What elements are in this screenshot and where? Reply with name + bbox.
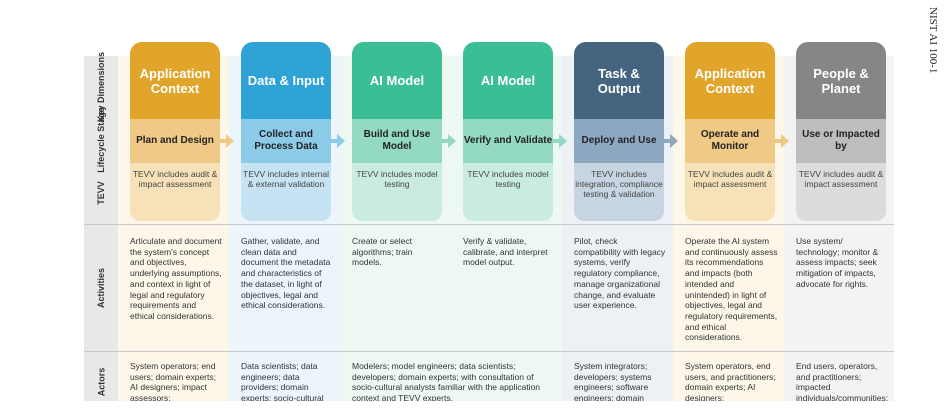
actors-text: System operators, end users, and practit…: [685, 361, 776, 401]
activities-text: Gather, validate, and clean data and doc…: [241, 236, 331, 311]
flow-arrow-shaft: [331, 139, 337, 143]
tevv-box: TEVV includes model testing: [463, 163, 553, 221]
document-id-margin: NIST AI 100-1: [926, 7, 940, 98]
key-dimension-box: Task & Output: [574, 42, 664, 119]
tevv-box: TEVV includes audit & impact assessment: [130, 163, 220, 221]
tevv-box: TEVV includes internal & external valida…: [241, 163, 331, 221]
tevv-box: TEVV includes model testing: [352, 163, 442, 221]
flow-arrow-icon: [226, 134, 234, 148]
activities-text: Use system/ technology; monitor & assess…: [796, 236, 879, 289]
key-dimension-box: AI Model: [463, 42, 553, 119]
key-dimension-box: Data & Input: [241, 42, 331, 119]
lifecycle-stage-box: Use or Impacted by: [796, 119, 886, 163]
column-operate-monitor: Application Context Operate and Monitor …: [685, 42, 775, 221]
activities-text: Articulate and document the system's con…: [130, 236, 222, 321]
activities-text: Pilot, check compatibility with legacy s…: [574, 236, 666, 311]
ai-lifecycle-diagram: NIST AI 100-1 Key Dimensions Lifecycle S…: [84, 7, 940, 401]
lifecycle-stage-box: Build and Use Model: [352, 119, 442, 163]
tevv-box: TEVV includes integration, compliance te…: [574, 163, 664, 221]
row-label-actors: Actors: [95, 367, 106, 397]
lifecycle-stage-box: Operate and Monitor: [685, 119, 775, 163]
row-label-activities: Activities: [96, 267, 106, 309]
activities-text: Verify & validate, calibrate, and interp…: [463, 236, 548, 268]
flow-arrow-shaft: [664, 139, 670, 143]
flow-arrow-icon: [448, 134, 456, 148]
flow-arrow-icon: [781, 134, 789, 148]
flow-arrow-shaft: [775, 139, 781, 143]
actors-text: Data scientists; data engineers; data pr…: [241, 361, 324, 401]
flow-arrow-shaft: [442, 139, 448, 143]
row-label-tevv: TEVV: [95, 181, 106, 205]
lifecycle-stage-box: Verify and Validate: [463, 119, 553, 163]
flow-arrow-icon: [670, 134, 678, 148]
key-dimension-box: People & Planet: [796, 42, 886, 119]
lifecycle-stage-box: Collect and Process Data: [241, 119, 331, 163]
flow-arrow-shaft: [220, 139, 226, 143]
key-dimension-box: AI Model: [352, 42, 442, 119]
actors-text: End users, operators, and practitioners;…: [796, 361, 888, 401]
flow-arrow-icon: [337, 134, 345, 148]
activities-text: Create or select algorithms; train model…: [352, 236, 413, 268]
tevv-box: TEVV includes audit & impact assessment: [685, 163, 775, 221]
column-deploy-use: Task & Output Deploy and Use TEVV includ…: [574, 42, 664, 221]
column-build-use-model: AI Model Build and Use Model TEVV includ…: [352, 42, 442, 221]
flow-arrow-shaft: [553, 139, 559, 143]
key-dimension-box: Application Context: [130, 42, 220, 119]
actors-text: Modelers; model engineers; data scientis…: [352, 361, 541, 401]
tevv-box: TEVV includes audit & impact assessment: [796, 163, 886, 221]
activities-text: Operate the AI system and continuously a…: [685, 236, 778, 343]
column-verify-validate: AI Model Verify and Validate TEVV includ…: [463, 42, 553, 221]
column-plan-design: Application Context Plan and Design TEVV…: [130, 42, 220, 221]
lifecycle-stage-box: Plan and Design: [130, 119, 220, 163]
column-use-impacted-by: People & Planet Use or Impacted by TEVV …: [796, 42, 886, 221]
key-dimension-box: Application Context: [685, 42, 775, 119]
row-label-lifecycle-stage: Lifecycle Stage: [96, 107, 106, 173]
lifecycle-stage-box: Deploy and Use: [574, 119, 664, 163]
row-label-strip: Key Dimensions Lifecycle Stage TEVV Acti…: [84, 52, 118, 401]
row-divider: [84, 351, 894, 352]
column-collect-process-data: Data & Input Collect and Process Data TE…: [241, 42, 331, 221]
actors-text: System operators; end users; domain expe…: [130, 361, 216, 401]
row-divider: [84, 224, 894, 225]
actors-text: System integrators; developers; systems …: [574, 361, 652, 401]
document-id-label: NIST AI 100-1: [927, 7, 939, 74]
flow-arrow-icon: [559, 134, 567, 148]
